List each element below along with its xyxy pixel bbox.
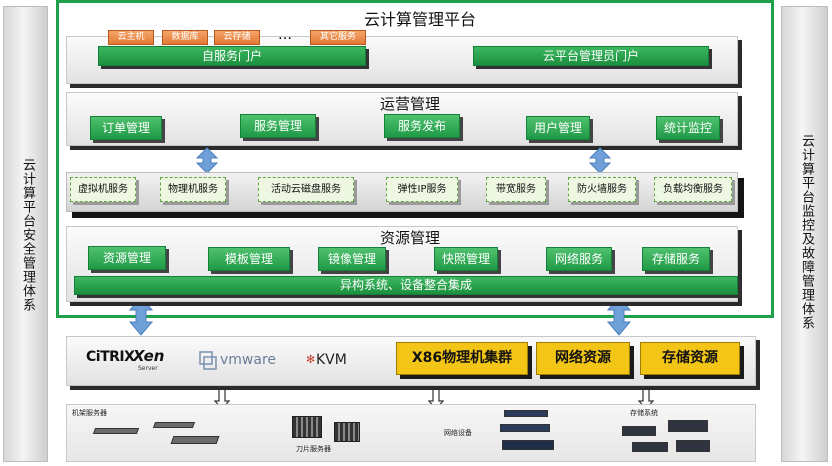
platform-title: 云计算管理平台 <box>363 10 476 29</box>
tag-cloud-storage[interactable]: 云存储 <box>214 30 260 45</box>
tag-database[interactable]: 数据库 <box>162 30 208 45</box>
load-balancer-service-button[interactable]: 负载均衡服务 <box>654 177 732 202</box>
rack-server-icon-1 <box>92 428 140 434</box>
switch-icon-2 <box>500 424 550 432</box>
blade-server-icon-1 <box>292 416 322 438</box>
vmware-text: vmware <box>220 352 277 368</box>
order-management-button[interactable]: 订单管理 <box>90 116 162 140</box>
rack-server-label: 机架服务器 <box>72 409 107 417</box>
template-management-button[interactable]: 模板管理 <box>208 247 290 271</box>
storage-system-label: 存储系统 <box>630 409 658 417</box>
kvm-icon: ✻ <box>306 353 316 366</box>
tag-ellipsis: … <box>278 27 292 43</box>
tag-cloud-host[interactable]: 云主机 <box>108 30 154 45</box>
security-panel-label: 云计算平台安全管理体系 <box>20 158 35 312</box>
snapshot-management-button[interactable]: 快照管理 <box>434 247 498 271</box>
blade-server-images <box>292 416 368 444</box>
blade-server-icon-2 <box>334 422 360 442</box>
xen-text: Xen <box>133 347 165 365</box>
operations-title: 运营管理 <box>379 95 440 113</box>
resource-title: 资源管理 <box>379 229 440 247</box>
network-device-images <box>500 410 556 454</box>
monitoring-panel: 云计算平台监控及故障管理体系 <box>781 6 828 462</box>
tag-other-services[interactable]: 其它服务 <box>310 30 366 45</box>
vm-service-button[interactable]: 虚拟机服务 <box>70 177 136 202</box>
user-management-button[interactable]: 用户管理 <box>526 116 590 140</box>
xen-server-text: Server <box>138 365 158 372</box>
platform-frame <box>56 0 774 318</box>
bandwidth-service-button[interactable]: 带宽服务 <box>486 177 546 202</box>
x86-cluster-box[interactable]: X86物理机集群 <box>396 342 528 375</box>
rack-server-images <box>92 422 224 456</box>
citrix-xen-logo: CiTRIX Xen Server <box>86 347 168 377</box>
rack-server-icon-3 <box>170 436 220 444</box>
admin-portal-button[interactable]: 云平台管理员门户 <box>473 46 709 66</box>
service-management-button[interactable]: 服务管理 <box>240 114 316 138</box>
rack-server-icon-2 <box>152 422 196 428</box>
vmware-logo: vmware <box>198 350 284 372</box>
storage-service-button[interactable]: 存储服务 <box>642 247 710 271</box>
resource-management-button[interactable]: 资源管理 <box>88 246 166 270</box>
self-service-portal-button[interactable]: 自服务门户 <box>98 46 366 66</box>
monitoring-panel-label: 云计算平台监控及故障管理体系 <box>799 134 814 330</box>
switch-icon-3 <box>502 440 554 450</box>
elastic-ip-service-button[interactable]: 弹性IP服务 <box>386 177 458 202</box>
service-publish-button[interactable]: 服务发布 <box>384 114 460 138</box>
storage-array-icon-3 <box>632 442 668 452</box>
physical-machine-service-button[interactable]: 物理机服务 <box>160 177 226 202</box>
security-panel: 云计算平台安全管理体系 <box>3 6 48 462</box>
storage-array-icon-1 <box>622 426 656 436</box>
kvm-text: KVM <box>316 352 347 368</box>
statistics-monitor-button[interactable]: 统计监控 <box>656 116 720 140</box>
vmware-icon <box>199 351 217 370</box>
citrix-text: CiTRIX <box>86 349 135 365</box>
network-service-button[interactable]: 网络服务 <box>546 247 612 271</box>
cloud-disk-service-button[interactable]: 活动云磁盘服务 <box>258 177 354 202</box>
storage-array-icon-4 <box>676 440 710 452</box>
storage-array-icon-2 <box>668 420 708 432</box>
storage-system-images <box>622 420 714 456</box>
image-management-button[interactable]: 镜像管理 <box>318 247 386 271</box>
kvm-logo: ✻ KVM <box>306 352 362 372</box>
switch-icon-1 <box>504 410 548 417</box>
blade-server-label: 刀片服务器 <box>296 445 331 453</box>
network-device-label: 网络设备 <box>444 429 472 437</box>
storage-resource-box[interactable]: 存储资源 <box>640 342 740 375</box>
firewall-service-button[interactable]: 防火墙服务 <box>568 177 636 202</box>
integration-bar[interactable]: 异构系统、设备整合集成 <box>74 276 738 295</box>
network-resource-box[interactable]: 网络资源 <box>536 342 630 375</box>
